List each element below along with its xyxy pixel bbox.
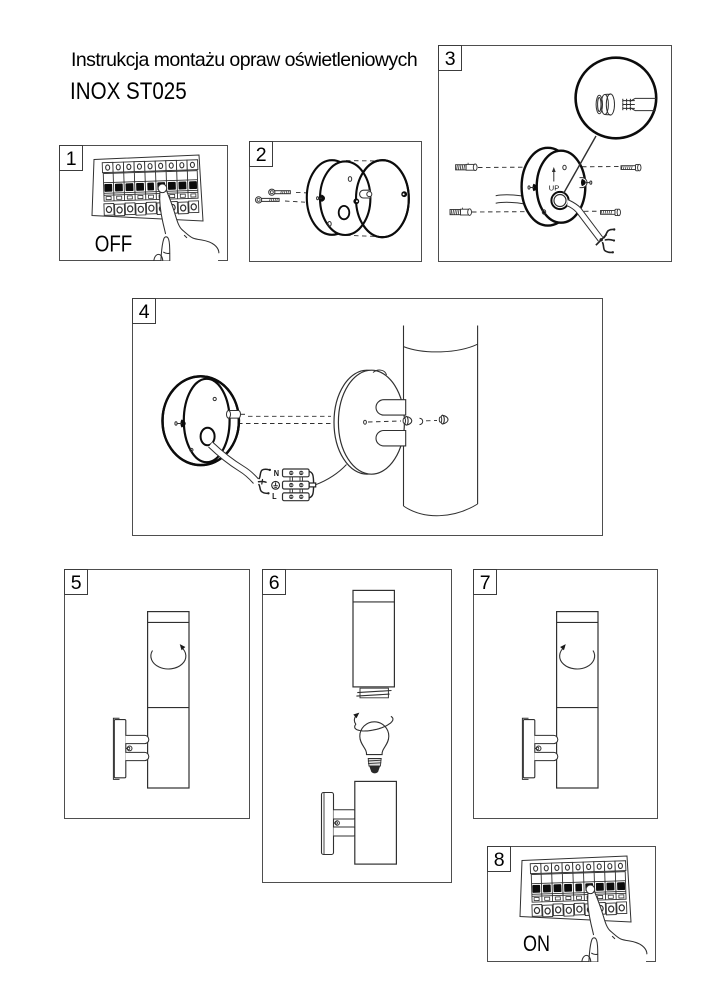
svg-text:N: N <box>274 469 280 478</box>
svg-text:6: 6 <box>269 572 280 594</box>
svg-text:2: 2 <box>256 144 267 166</box>
svg-text:L: L <box>272 492 277 501</box>
svg-text:1: 1 <box>66 148 77 170</box>
svg-text:7: 7 <box>480 572 491 594</box>
svg-text:OFF: OFF <box>95 231 133 258</box>
svg-text:3: 3 <box>445 48 456 70</box>
svg-text:UP: UP <box>549 183 559 192</box>
svg-text:ON: ON <box>523 932 550 956</box>
svg-text:4: 4 <box>139 301 150 323</box>
svg-text:8: 8 <box>494 849 505 871</box>
svg-text:5: 5 <box>71 572 82 594</box>
